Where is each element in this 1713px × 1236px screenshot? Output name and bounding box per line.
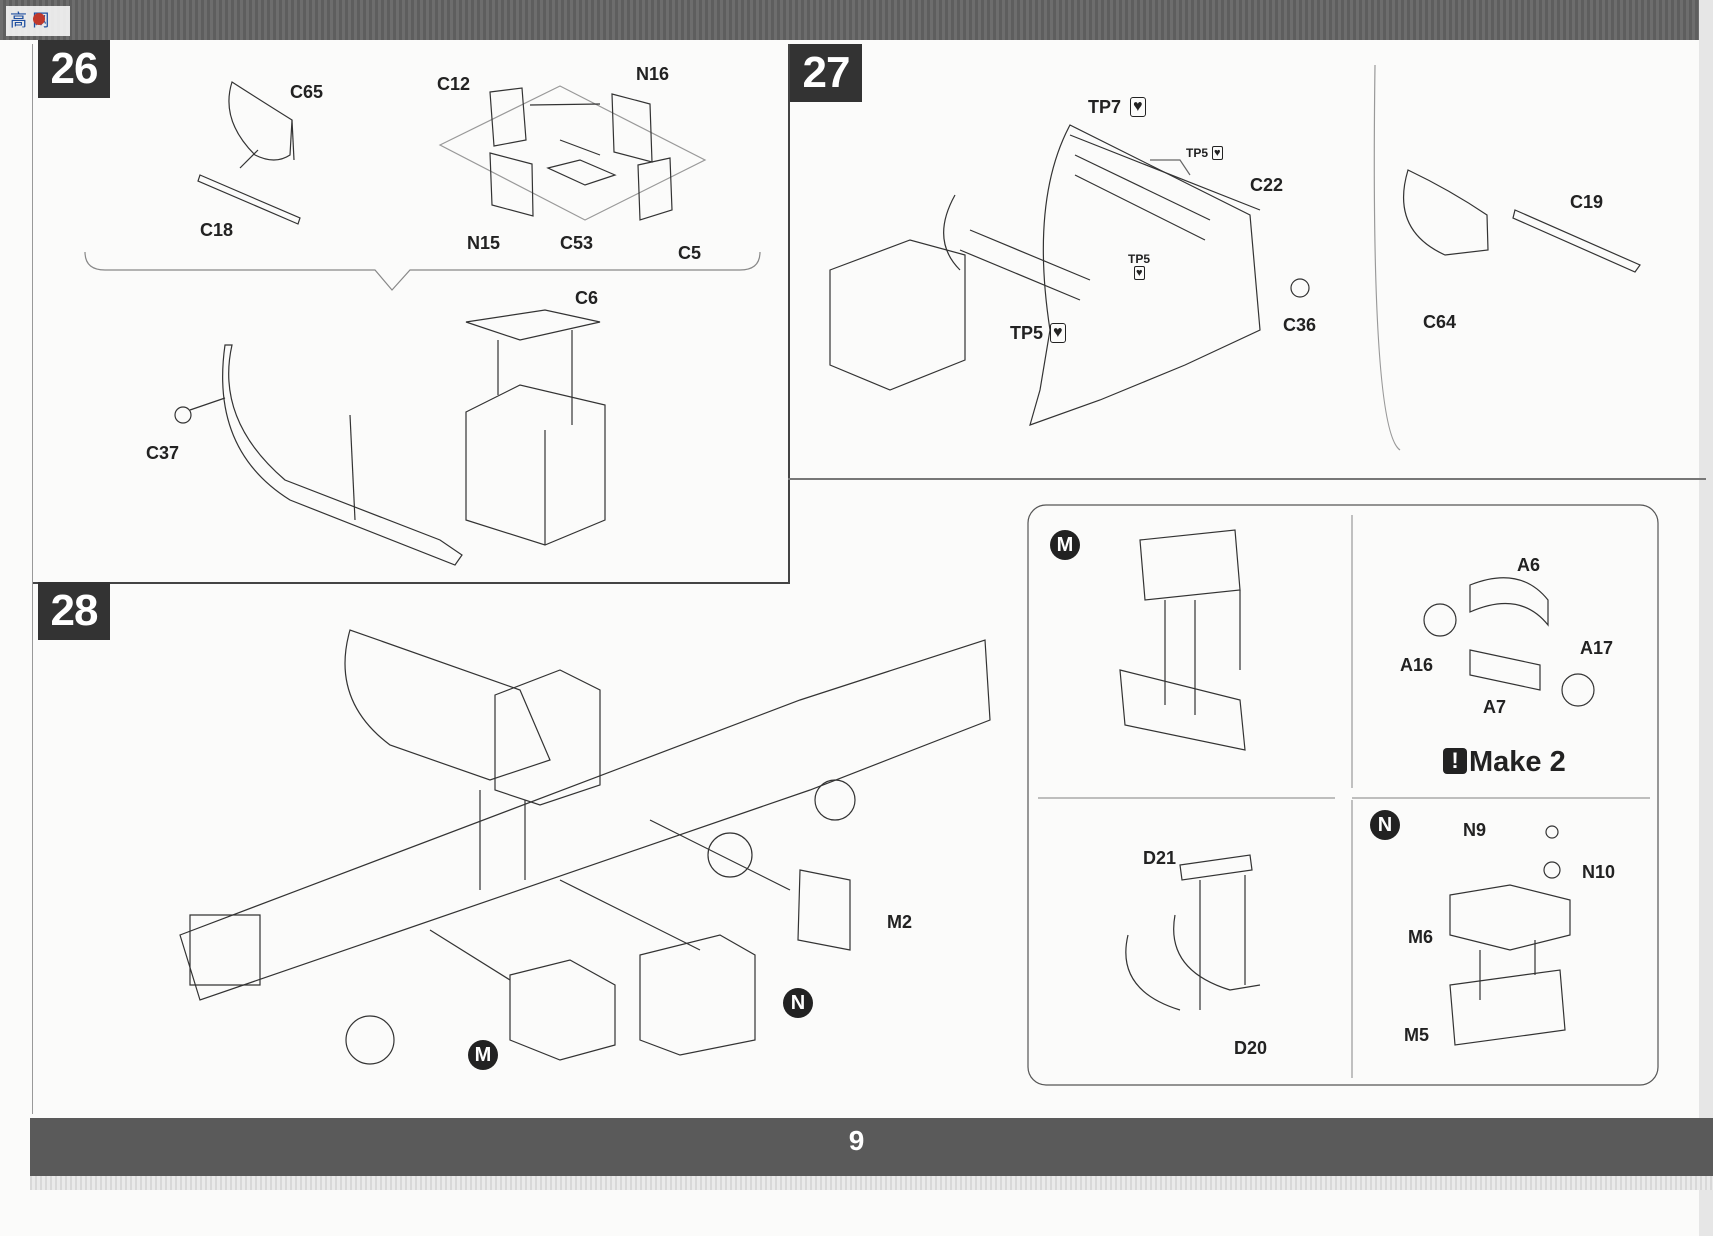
part-chassis	[180, 640, 990, 1000]
part-frame	[223, 345, 462, 565]
page-number: 9	[848, 1125, 865, 1156]
divider-26-bottom	[32, 582, 790, 584]
footer-band	[30, 1118, 1713, 1176]
top-band	[0, 0, 1713, 40]
part-m2	[798, 870, 850, 950]
part-m-cyl	[1140, 530, 1240, 600]
label-n16: N16	[636, 64, 670, 84]
label-c22: C22	[1250, 175, 1284, 195]
part-n10	[1544, 862, 1560, 878]
label-d20: D20	[1234, 1038, 1268, 1058]
marker-n-subassembly: N	[1370, 810, 1400, 840]
label-m5: M5	[1404, 1025, 1430, 1045]
part-m6	[1450, 885, 1570, 950]
part-a7	[1470, 650, 1540, 690]
divider-27-bottom	[788, 478, 1706, 480]
label-d21: D21	[1143, 848, 1177, 868]
part-n-tank	[640, 935, 755, 1055]
part-c64	[1404, 170, 1488, 255]
marker-m: M	[468, 1040, 498, 1070]
part-crate	[466, 385, 605, 545]
part-crate-28	[495, 670, 600, 805]
label-c19: C19	[1570, 192, 1604, 212]
label-tp7: TP7	[1088, 97, 1122, 117]
footer-strip	[30, 1176, 1713, 1190]
glue-heart-icon: ♥	[1134, 266, 1145, 280]
part-c65	[229, 82, 292, 160]
label-tp5-mid: TP5	[1128, 252, 1151, 266]
part-c36	[1291, 279, 1309, 297]
logo: 高 网	[6, 6, 70, 36]
label-c65: C65	[290, 82, 324, 102]
divider-26-right	[788, 44, 790, 584]
label-a7: A7	[1483, 697, 1507, 717]
part-d21	[1180, 855, 1252, 880]
part-m5	[1450, 970, 1565, 1045]
label-c37: C37	[146, 443, 180, 463]
label-c18: C18	[200, 220, 234, 240]
marker-n: N	[783, 988, 813, 1018]
part-c37	[175, 407, 191, 423]
label-a16: A16	[1400, 655, 1434, 675]
glue-heart-icon: ♥	[1130, 97, 1146, 117]
glue-heart-icon: ♥	[1212, 146, 1223, 160]
part-c53	[548, 160, 615, 185]
part-m-assy	[510, 960, 615, 1060]
part-n15	[490, 153, 533, 216]
page-edge	[1699, 0, 1713, 1236]
part-n16	[612, 94, 652, 162]
part-n9	[1546, 826, 1558, 838]
part-a17	[1562, 674, 1594, 706]
part-c19	[1513, 210, 1640, 272]
step-number-28: 28	[38, 582, 110, 640]
part-radiator	[190, 915, 260, 985]
part-a16	[1424, 604, 1456, 636]
divider-left-margin	[32, 44, 33, 1114]
label-tp5-bottom: TP5	[1010, 323, 1044, 343]
label-n15: N15	[467, 233, 501, 253]
make-2-note: !Make 2	[1443, 746, 1566, 779]
warning-icon: !	[1443, 748, 1467, 774]
part-m-bracket	[1120, 670, 1245, 750]
label-n9: N9	[1463, 820, 1487, 840]
part-wheel-2	[708, 833, 752, 877]
part-wheel-3	[815, 780, 855, 820]
step-number-27: 27	[790, 44, 862, 102]
label-c53: C53	[560, 233, 594, 253]
step-number-26: 26	[38, 40, 110, 98]
part-crate-27	[830, 240, 965, 390]
label-c5: C5	[678, 243, 702, 263]
label-m2: M2	[887, 912, 913, 932]
part-c18	[198, 175, 300, 224]
label-c36: C36	[1283, 315, 1317, 335]
label-c6: C6	[575, 288, 599, 308]
glue-heart-icon: ♥	[1050, 323, 1066, 343]
part-wheel-1	[346, 1016, 394, 1064]
part-frame-28	[345, 630, 550, 780]
label-tp5-top: TP5	[1186, 146, 1209, 160]
label-a17: A17	[1580, 638, 1614, 658]
marker-m-subassembly: M	[1050, 530, 1080, 560]
part-frame-27	[1030, 125, 1260, 425]
label-m6: M6	[1408, 927, 1434, 947]
part-c5	[638, 158, 672, 220]
part-c6	[466, 310, 600, 340]
label-a6: A6	[1517, 555, 1541, 575]
label-c12: C12	[437, 74, 471, 94]
label-n10: N10	[1582, 862, 1616, 882]
label-c64: C64	[1423, 312, 1457, 332]
part-a6	[1470, 578, 1548, 625]
part-c12	[490, 88, 526, 146]
